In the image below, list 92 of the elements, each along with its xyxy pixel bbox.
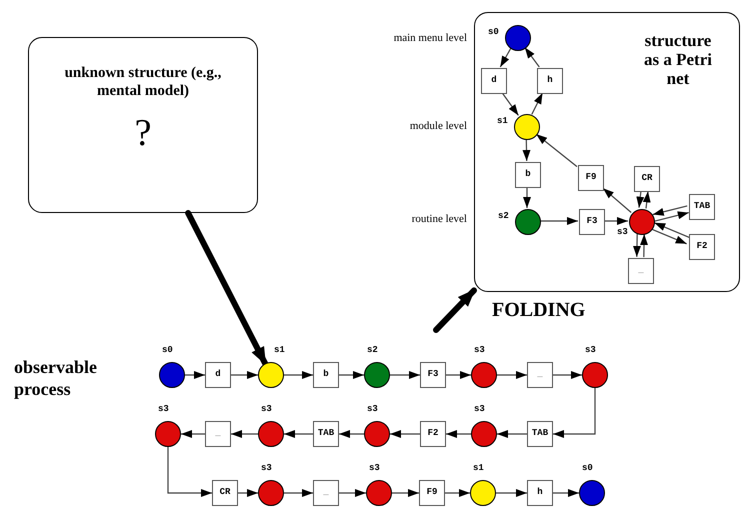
state-label: s1 — [473, 464, 484, 473]
arrow — [633, 234, 641, 257]
arrow — [185, 371, 205, 379]
transition-box: h — [527, 480, 553, 506]
unknown-structure-box — [28, 37, 258, 213]
thick-arrow — [433, 287, 477, 333]
arrow — [524, 47, 540, 68]
arrow — [390, 371, 420, 379]
arrow — [540, 217, 578, 225]
arrow — [652, 205, 688, 216]
arrow — [446, 371, 471, 379]
folding-label: FOLDING — [492, 298, 586, 323]
arrow — [497, 430, 527, 438]
state-label: s3 — [369, 464, 380, 473]
arrow — [642, 191, 651, 209]
arrow — [390, 430, 420, 438]
arrow — [654, 211, 689, 222]
transition-box: h — [537, 68, 563, 94]
arrow — [536, 134, 578, 168]
arrow — [284, 371, 313, 379]
transition-box: d — [205, 362, 231, 388]
state-label: s3 — [261, 405, 272, 414]
transition-box: F9 — [578, 165, 604, 191]
state-label: s3 — [474, 346, 485, 355]
arrow — [339, 371, 364, 379]
arrow — [339, 430, 364, 438]
transition-box: TAB — [527, 421, 553, 447]
question-mark: ? — [134, 114, 152, 152]
level-label: routine level — [412, 212, 467, 227]
transition-box: b — [313, 362, 339, 388]
state-label: s0 — [582, 464, 593, 473]
transition-box: TAB — [689, 194, 715, 220]
transition-box: F2 — [689, 234, 715, 260]
arrow — [500, 48, 512, 68]
state-label: s3 — [617, 228, 628, 237]
arrow — [654, 222, 690, 238]
thick-arrow — [185, 210, 268, 366]
arrow — [496, 489, 527, 497]
arrow — [339, 489, 366, 497]
transition-box: F3 — [579, 209, 605, 235]
transition-box: CR — [634, 166, 660, 192]
arrow — [553, 371, 582, 379]
transition-box: F2 — [420, 421, 446, 447]
arrow — [553, 388, 596, 438]
transition-box: b — [515, 162, 541, 188]
state-label: s3 — [367, 405, 378, 414]
arrow — [502, 92, 519, 116]
level-label: main menu level — [394, 31, 467, 46]
arrow — [231, 430, 258, 438]
state-label: s3 — [585, 346, 596, 355]
arrow — [231, 371, 258, 379]
transition-box: _ — [313, 480, 339, 506]
panel-title: structure as a Petri net — [643, 31, 713, 88]
state-label: s0 — [162, 346, 173, 355]
state-label: s2 — [498, 212, 509, 221]
arrow — [523, 187, 531, 208]
transition-box: F9 — [419, 480, 445, 506]
transition-box: _ — [205, 421, 231, 447]
arrow — [531, 92, 544, 115]
arrow — [445, 489, 470, 497]
arrow — [284, 489, 313, 497]
transition-box: TAB — [313, 421, 339, 447]
transition-box: d — [481, 68, 507, 94]
transition-box: F3 — [420, 362, 446, 388]
arrow — [602, 188, 632, 213]
arrow — [640, 234, 648, 258]
state-label: s1 — [274, 346, 285, 355]
process-label: observable process — [14, 356, 98, 400]
state-label: s3 — [158, 405, 169, 414]
state-label: s2 — [367, 346, 378, 355]
arrow — [604, 217, 628, 225]
arrow — [446, 430, 471, 438]
state-label: s1 — [497, 117, 508, 126]
arrow — [636, 190, 644, 208]
state-label: s3 — [474, 405, 485, 414]
state-label: s0 — [488, 28, 499, 37]
box-heading: unknown structure (e.g., mental model) — [64, 64, 222, 100]
transition-box: CR — [212, 480, 238, 506]
arrow — [284, 430, 313, 438]
transition-box: _ — [527, 362, 553, 388]
arrow — [238, 489, 258, 497]
state-label: s3 — [261, 464, 272, 473]
petri-net-panel — [474, 12, 740, 292]
arrow — [522, 138, 530, 162]
arrow — [392, 489, 419, 497]
arrow — [553, 489, 579, 497]
arrow — [181, 430, 205, 438]
transition-box: _ — [628, 258, 654, 284]
arrow — [167, 447, 212, 497]
arrow — [497, 371, 527, 379]
arrow — [651, 228, 687, 244]
level-label: module level — [410, 119, 467, 134]
